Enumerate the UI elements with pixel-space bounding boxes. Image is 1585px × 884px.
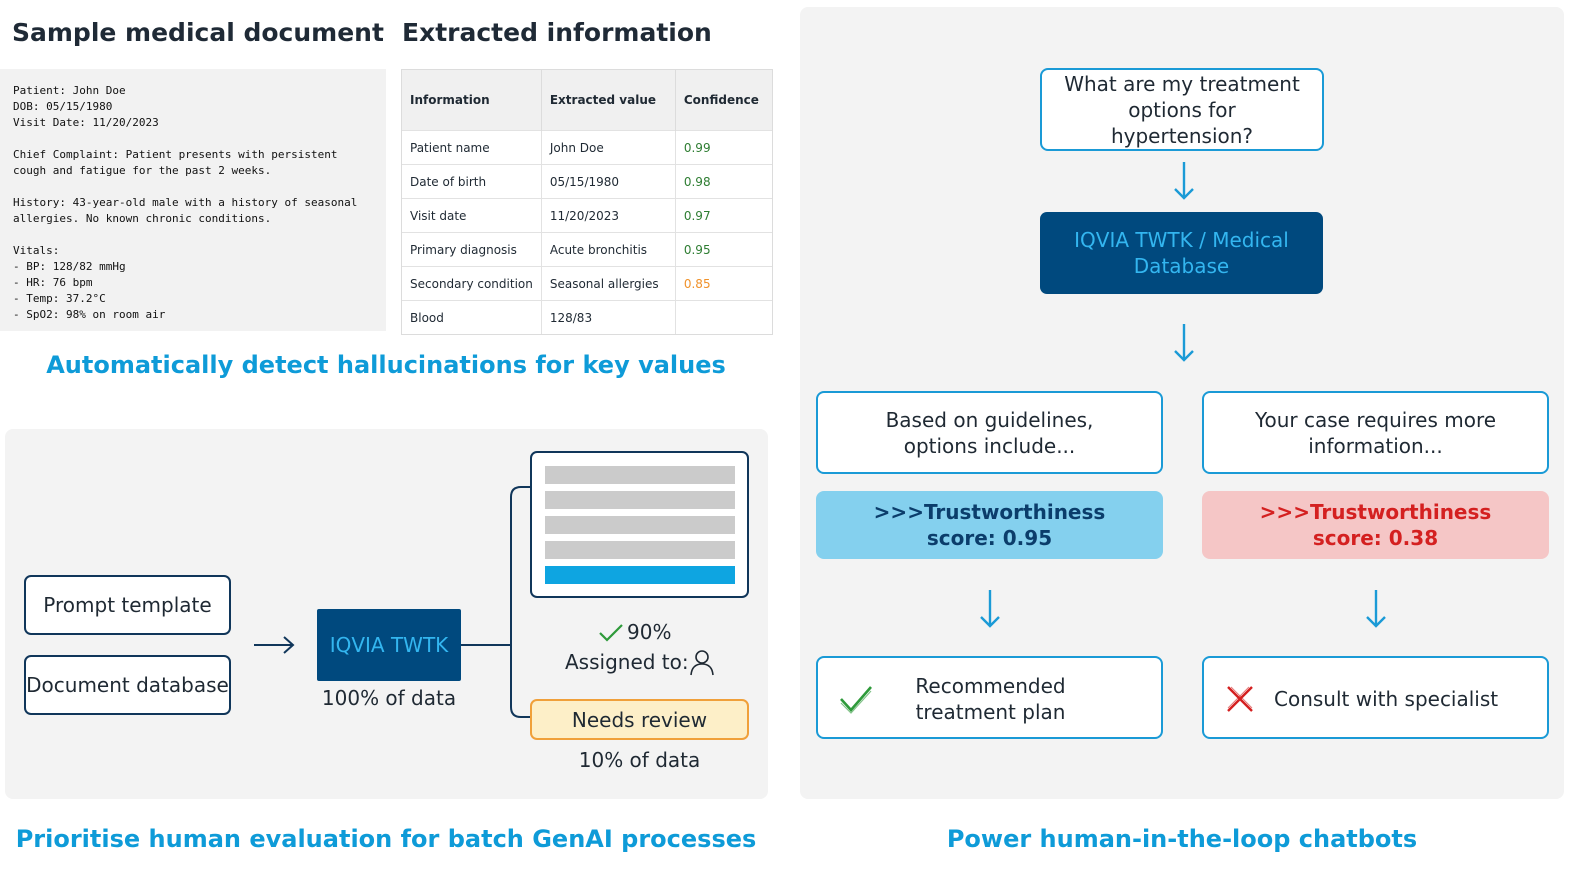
document-line: - HR: 76 bpm bbox=[13, 276, 93, 289]
cell-extracted-value: John Doe bbox=[541, 130, 676, 165]
arrow-down-icon bbox=[1366, 590, 1386, 628]
document-line: - BP: 128/82 mmHg bbox=[13, 260, 126, 273]
cell-information: Visit date bbox=[402, 198, 542, 233]
cell-information: Blood bbox=[402, 300, 542, 334]
score-value: score: 0.95 bbox=[926, 526, 1053, 550]
extracted-table-wrap: Information Extracted value Confidence P… bbox=[401, 69, 773, 335]
score-label: >>>Trustworthiness bbox=[873, 500, 1106, 524]
extract-section-title: Extracted information bbox=[402, 18, 712, 47]
document-line: - Temp: 37.2°C bbox=[13, 292, 106, 305]
arrow-down-icon bbox=[980, 590, 1000, 628]
document-line: cough and fatigue for the past 2 weeks. bbox=[13, 164, 272, 177]
medical-database-box: IQVIA TWTK / Medical Database bbox=[1040, 212, 1323, 294]
arrow-right-icon bbox=[254, 636, 295, 654]
check-icon bbox=[599, 624, 623, 642]
document-line: Chief Complaint: Patient presents with p… bbox=[13, 148, 338, 161]
consult-specialist-label: Consult with specialist bbox=[1274, 687, 1499, 711]
cell-information: Secondary condition bbox=[402, 266, 542, 301]
score-label: >>>Trustworthiness bbox=[1259, 500, 1492, 524]
document-line: Patient: John Doe bbox=[13, 84, 126, 97]
split-connector bbox=[461, 486, 531, 718]
cell-confidence: 0.97 bbox=[675, 198, 772, 233]
cell-confidence bbox=[675, 300, 772, 334]
recommended-plan-box: Recommended treatment plan bbox=[816, 656, 1163, 739]
cell-confidence: 0.85 bbox=[675, 266, 772, 301]
consult-specialist-box: Consult with specialist bbox=[1202, 656, 1549, 739]
document-database-box: Document database bbox=[24, 655, 231, 715]
processed-document-card bbox=[530, 451, 749, 598]
right-answer-box: Your case requires more information... bbox=[1202, 391, 1549, 474]
document-line: History: 43-year-old male with a history… bbox=[13, 196, 358, 209]
cell-confidence: 0.99 bbox=[675, 130, 772, 165]
high-trust-score: >>>Trustworthiness score: 0.95 bbox=[816, 491, 1163, 559]
cell-extracted-value: 05/15/1980 bbox=[541, 164, 676, 199]
user-question-box: What are my treatment options for hypert… bbox=[1040, 68, 1324, 151]
cell-extracted-value: 11/20/2023 bbox=[541, 198, 676, 233]
review-data-label: 10% of data bbox=[578, 748, 701, 772]
cell-information: Patient name bbox=[402, 130, 542, 165]
left-answer-box: Based on guidelines, options include... bbox=[816, 391, 1163, 474]
document-line: DOB: 05/15/1980 bbox=[13, 100, 113, 113]
col-header-extracted-value: Extracted value bbox=[541, 70, 676, 131]
document-line: allergies. No known chronic conditions. bbox=[13, 212, 272, 225]
document-line: - SpO2: 98% on room air bbox=[13, 308, 166, 321]
caption-hallucination: Automatically detect hallucinations for … bbox=[46, 351, 726, 379]
caption-batch: Prioritise human evaluation for batch Ge… bbox=[15, 825, 757, 853]
caption-chatbot: Power human-in-the-loop chatbots bbox=[946, 825, 1418, 853]
col-header-information: Information bbox=[402, 70, 542, 131]
doc-line-highlight bbox=[545, 566, 735, 584]
doc-line bbox=[545, 466, 735, 484]
document-line bbox=[13, 227, 373, 243]
pass-percent: 90% bbox=[627, 620, 672, 644]
doc-line bbox=[545, 491, 735, 509]
cell-information: Date of birth bbox=[402, 164, 542, 199]
cross-icon bbox=[1227, 686, 1253, 712]
cell-confidence: 0.95 bbox=[675, 232, 772, 267]
assigned-to-label: Assigned to: bbox=[565, 650, 689, 674]
user-icon bbox=[690, 650, 714, 676]
arrow-down-icon bbox=[1174, 324, 1194, 362]
arrow-down-icon bbox=[1174, 162, 1194, 200]
check-icon bbox=[840, 686, 872, 714]
cell-extracted-value: Seasonal allergies bbox=[541, 266, 676, 301]
needs-review-badge: Needs review bbox=[530, 699, 749, 740]
low-trust-score: >>>Trustworthiness score: 0.38 bbox=[1202, 491, 1549, 559]
extracted-table: Information Extracted value Confidence P… bbox=[402, 70, 772, 334]
document-line bbox=[13, 179, 373, 195]
engine-data-label: 100% of data bbox=[321, 686, 457, 710]
iqvia-twtk-engine: IQVIA TWTK bbox=[317, 609, 461, 681]
document-line bbox=[13, 131, 373, 147]
doc-line bbox=[545, 516, 735, 534]
document-line: Vitals: bbox=[13, 244, 60, 257]
cell-extracted-value: Acute bronchitis bbox=[541, 232, 676, 267]
doc-section-title: Sample medical document bbox=[12, 18, 384, 47]
score-value: score: 0.38 bbox=[1312, 526, 1439, 550]
cell-information: Primary diagnosis bbox=[402, 232, 542, 267]
cell-confidence: 0.98 bbox=[675, 164, 772, 199]
prompt-template-box: Prompt template bbox=[24, 575, 231, 635]
recommended-plan-label: Recommended treatment plan bbox=[915, 674, 1066, 724]
cell-extracted-value: 128/83 bbox=[541, 300, 676, 334]
doc-line bbox=[545, 541, 735, 559]
col-header-confidence: Confidence bbox=[675, 70, 772, 131]
document-line: Visit Date: 11/20/2023 bbox=[13, 116, 159, 129]
